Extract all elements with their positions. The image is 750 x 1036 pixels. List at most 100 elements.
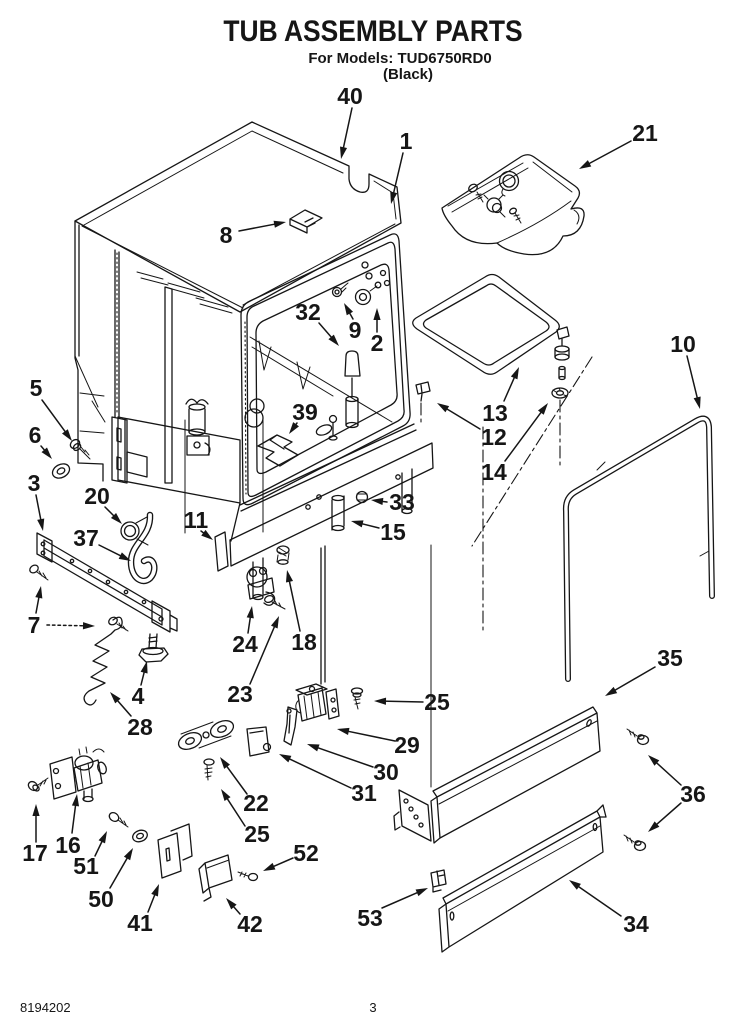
callout-label-15: 15 [380,519,406,545]
callout-label-52: 52 [293,840,319,866]
callout-label-11: 11 [184,507,209,533]
callout-label-23: 23 [227,681,253,707]
callout-label-33: 33 [389,489,415,515]
cabinet-shell-drawing [74,121,402,484]
callout-12: 12 [437,403,507,450]
callout-40: 40 [337,83,363,159]
callout-label-30: 30 [373,759,399,785]
callout-label-16: 16 [55,832,81,858]
page-number: 3 [369,1000,377,1015]
callout-34: 34 [569,880,649,937]
callout-53: 53 [357,888,428,931]
callout-label-42: 42 [237,911,263,937]
callout-7: 7 [28,586,95,638]
callout-label-18: 18 [291,629,317,655]
page-title: TUB ASSEMBLY PARTS [223,15,523,48]
document-number: 8194202 [20,1000,71,1015]
callout-6: 6 [29,422,52,459]
callout-8: 8 [220,220,286,248]
callout-label-8: 8 [220,222,233,248]
tub-gasket-drawing [562,415,715,682]
callout-2: 2 [371,308,384,356]
callout-14: 14 [481,403,548,485]
callout-label-9: 9 [349,317,362,343]
callout-label-29: 29 [394,732,420,758]
callout-23: 23 [227,616,279,707]
callout-label-6: 6 [29,422,42,448]
callout-label-3: 3 [28,470,41,496]
color-line: (Black) [382,66,434,83]
callout-label-14: 14 [481,459,507,485]
callout-label-17: 17 [22,840,48,866]
callout-label-12: 12 [481,424,507,450]
callout-33: 33 [371,489,415,515]
callout-label-28: 28 [127,714,153,740]
callout-label-21: 21 [632,120,658,146]
callout-label-4: 4 [132,683,145,709]
callout-label-7: 7 [28,612,41,638]
callout-label-1: 1 [400,128,413,154]
fill-valve-drawing [246,490,369,610]
callout-37: 37 [73,525,131,561]
callout-label-2: 2 [371,330,384,356]
callout-10: 10 [670,331,701,409]
callout-50: 50 [88,848,133,912]
callout-label-20: 20 [84,483,110,509]
callout-41: 41 [127,884,159,936]
callout-label-51: 51 [73,853,99,879]
callout-label-24: 24 [232,631,258,657]
callout-label-34: 34 [623,911,649,937]
callout-24: 24 [232,606,258,657]
callout-label-22: 22 [243,790,269,816]
callout-label-41: 41 [127,910,153,936]
callout-15: 15 [351,519,406,545]
callout-17: 17 [22,804,48,866]
left-hardware-drawing [29,438,178,706]
guide-lines [420,356,593,631]
callout-36: 36 [648,755,706,832]
callout-32: 32 [295,299,339,346]
callout-3: 3 [28,470,45,531]
drain-valve-drawing [27,746,259,902]
callout-label-10: 10 [670,331,696,357]
callout-29: 29 [337,727,420,758]
callout-label-37: 37 [73,525,99,551]
callout-5: 5 [30,375,72,441]
door-latch-drawing [246,683,364,757]
access-panels-drawing [393,706,650,953]
parts-bag-drawing [441,154,585,256]
callout-label-25: 25 [244,821,270,847]
callout-11: 11 [184,507,213,540]
callout-35: 35 [605,645,683,696]
callout-30: 30 [307,744,399,785]
callout-31: 31 [279,754,377,806]
callout-16: 16 [55,794,81,858]
callout-39: 39 [289,399,318,434]
callout-25: 25 [374,689,450,715]
callout-9: 9 [344,303,361,343]
callout-label-31: 31 [351,780,377,806]
callout-label-50: 50 [88,886,114,912]
callout-label-53: 53 [357,905,383,931]
callout-label-32: 32 [295,299,321,325]
callout-28: 28 [110,692,153,740]
models-line: For Models: TUD6750RD0 [308,50,492,67]
callout-1: 1 [390,128,413,204]
callout-51: 51 [73,831,107,879]
callout-label-5: 5 [30,375,43,401]
callout-4: 4 [132,661,148,709]
callout-18: 18 [285,570,317,655]
tub-front-drawing [240,233,411,506]
callout-20: 20 [84,483,122,524]
callout-52: 52 [263,840,319,871]
callout-22: 22 [220,757,269,816]
callout-label-35: 35 [657,645,683,671]
callout-label-36: 36 [680,781,706,807]
door-frame-drawing [412,273,570,402]
callout-label-25: 25 [424,689,450,715]
callout-25: 25 [221,789,270,847]
base-frame-drawing [111,398,434,788]
